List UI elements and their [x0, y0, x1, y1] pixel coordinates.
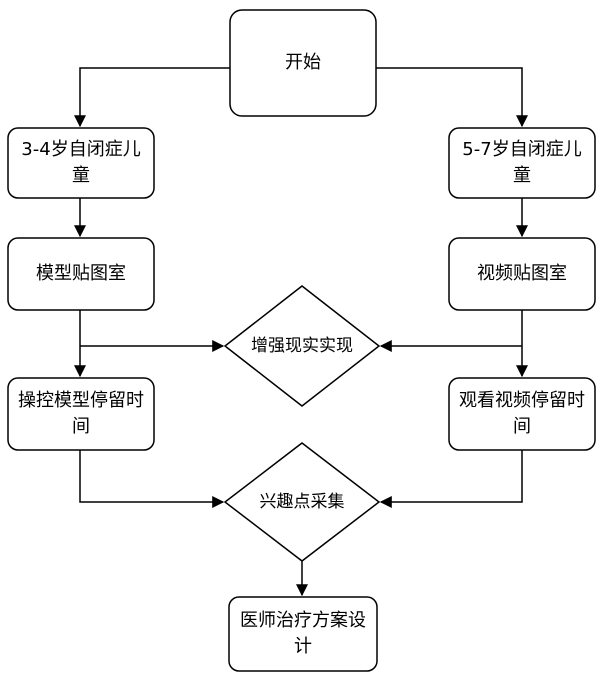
right-group-label: 5-7岁自闭症儿童: [449, 128, 595, 198]
left-room-label: 模型贴图室: [8, 238, 154, 310]
left-time-label: 操控模型停留时间: [8, 378, 154, 450]
start-label: 开始: [230, 10, 376, 116]
arrow-right-time-to-interest: [381, 450, 522, 502]
plan-label: 医师治疗方案设计: [229, 597, 377, 671]
arrow-start-to-left: [80, 68, 230, 126]
right-room-label: 视频贴图室: [449, 238, 595, 310]
arrow-left-time-to-interest: [80, 450, 223, 502]
interest-label: 兴趣点采集: [240, 487, 364, 517]
left-group-label: 3-4岁自闭症儿童: [8, 128, 154, 198]
right-time-label: 观看视频停留时间: [449, 378, 595, 450]
arrow-start-to-right: [376, 68, 522, 126]
ar-label: 增强现实实现: [240, 331, 364, 361]
